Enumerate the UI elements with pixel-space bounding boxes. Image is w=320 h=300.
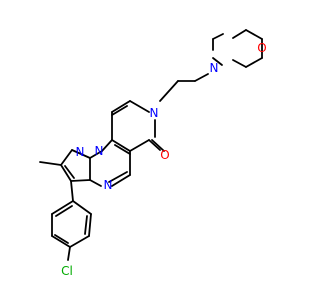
bond [101, 139, 113, 152]
bond [67, 246, 71, 261]
bond [111, 139, 131, 152]
bond [60, 149, 73, 166]
bond [54, 234, 69, 244]
bond [114, 144, 131, 155]
morpholine-ring [212, 29, 263, 68]
molecule-canvas: N O N O N N N Cl [39, 29, 267, 278]
chlorine-label: Cl [61, 264, 73, 278]
bond [129, 100, 150, 113]
carbonyl-oxygen-label: O [160, 148, 169, 162]
bond [60, 164, 72, 182]
bond [88, 213, 92, 237]
chlorophenyl-ring [51, 180, 92, 261]
pyridinone-ring [111, 100, 156, 155]
bond [245, 57, 263, 68]
ethyl-linker [159, 73, 209, 102]
bond [232, 59, 247, 68]
bond [51, 235, 71, 248]
bond [111, 174, 131, 187]
pyrazole-nitrogen-2-label: N [76, 145, 85, 159]
bond [111, 105, 128, 116]
atom-labels: N O N O N N N Cl [61, 41, 267, 278]
bond [212, 57, 223, 66]
bond [84, 215, 88, 235]
bond [151, 139, 165, 152]
morpholine-nitrogen-label: N [210, 61, 219, 75]
bond [108, 171, 128, 183]
bond [51, 200, 74, 215]
bond [69, 235, 90, 248]
bond [212, 33, 224, 40]
pyrimidine-ring [89, 139, 131, 187]
bond [89, 150, 103, 159]
bond [148, 139, 161, 151]
bond [70, 179, 91, 182]
pyridinone-nitrogen-label: N [150, 106, 159, 120]
morpholine-oxygen-label: O [257, 41, 266, 55]
bond [70, 180, 74, 202]
pyrazole-nitrogen-1-label: N [95, 144, 104, 158]
bond [72, 200, 92, 215]
pyrimidine-nitrogen-label: N [104, 178, 113, 192]
pyrazole-ring [60, 149, 91, 182]
bond [159, 80, 179, 102]
molecule-structure: N O N O N N N Cl [39, 29, 267, 278]
bond [89, 179, 102, 187]
carbonyl-group [148, 139, 165, 152]
bond [71, 149, 91, 159]
bond [64, 165, 75, 179]
bond [245, 29, 263, 40]
bond [129, 139, 150, 152]
bond [194, 73, 209, 82]
methyl-bond [39, 161, 62, 166]
bond [55, 205, 73, 217]
bond [111, 100, 131, 113]
bond [232, 29, 247, 39]
